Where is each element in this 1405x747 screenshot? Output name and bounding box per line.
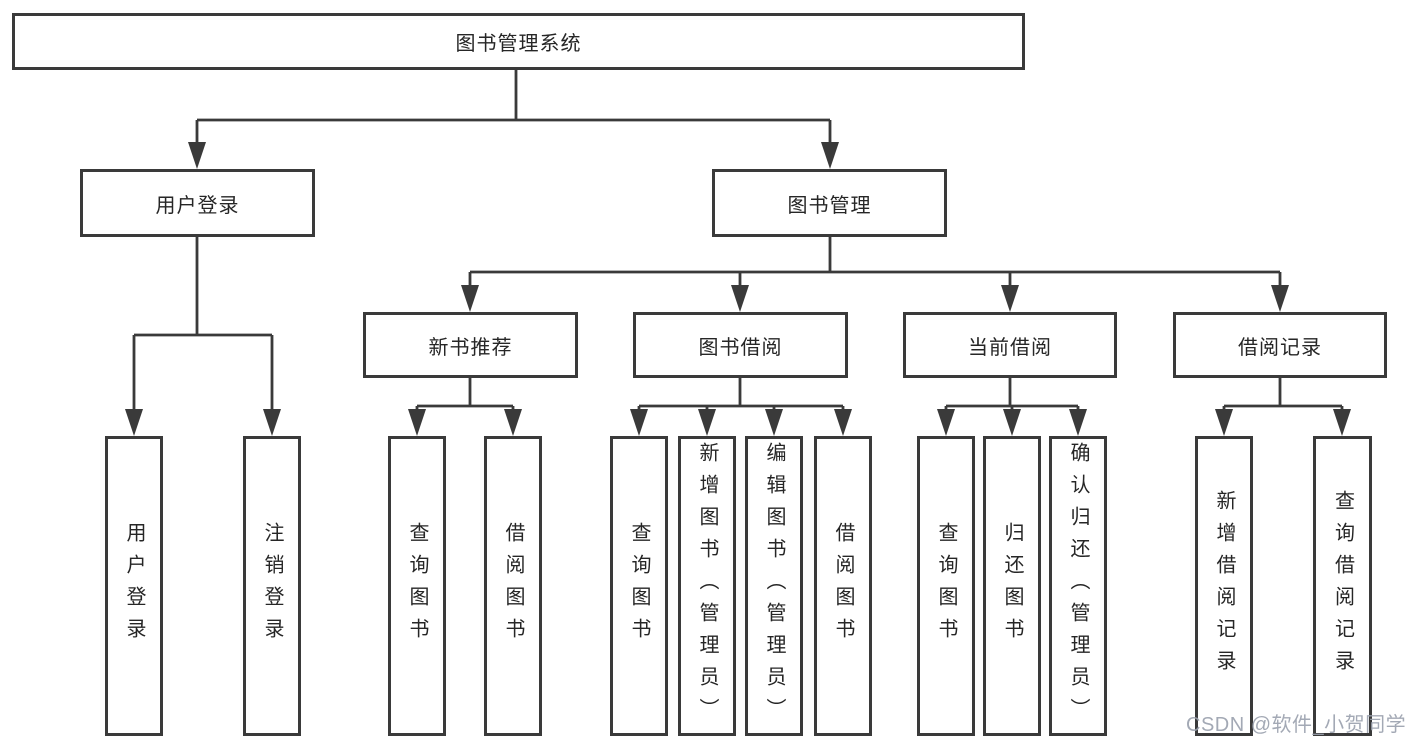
- node-book-management: 图书管理: [712, 169, 947, 237]
- leaf-borrow-edit-books-admin: 编辑图书（管理员）: [745, 436, 803, 736]
- leaf-borrow-borrow-books: 借阅图书: [814, 436, 872, 736]
- node-book-borrow: 图书借阅: [633, 312, 848, 378]
- leaf-records-query-borrow-record: 查询借阅记录: [1313, 436, 1372, 736]
- node-borrow-records: 借阅记录: [1173, 312, 1387, 378]
- node-new-book-recommend: 新书推荐: [363, 312, 578, 378]
- leaf-recommend-borrow-books: 借阅图书: [484, 436, 542, 736]
- leaf-current-confirm-return-admin: 确认归还（管理员）: [1049, 436, 1107, 736]
- node-user-login: 用户登录: [80, 169, 315, 237]
- node-root-system: 图书管理系统: [12, 13, 1025, 70]
- leaf-borrow-add-books-admin: 新增图书（管理员）: [678, 436, 736, 736]
- watermark: CSDN @软件_小贺同学: [1186, 714, 1405, 736]
- node-current-borrow: 当前借阅: [903, 312, 1117, 378]
- leaf-logout: 注销登录: [243, 436, 301, 736]
- leaf-current-query-books: 查询图书: [917, 436, 975, 736]
- arrow-down-icons: [125, 142, 1351, 436]
- leaf-current-return-books: 归还图书: [983, 436, 1041, 736]
- leaf-recommend-query-books: 查询图书: [388, 436, 446, 736]
- leaf-records-add-borrow-record: 新增借阅记录: [1195, 436, 1253, 736]
- leaf-borrow-query-books: 查询图书: [610, 436, 668, 736]
- leaf-user-login: 用户登录: [105, 436, 163, 736]
